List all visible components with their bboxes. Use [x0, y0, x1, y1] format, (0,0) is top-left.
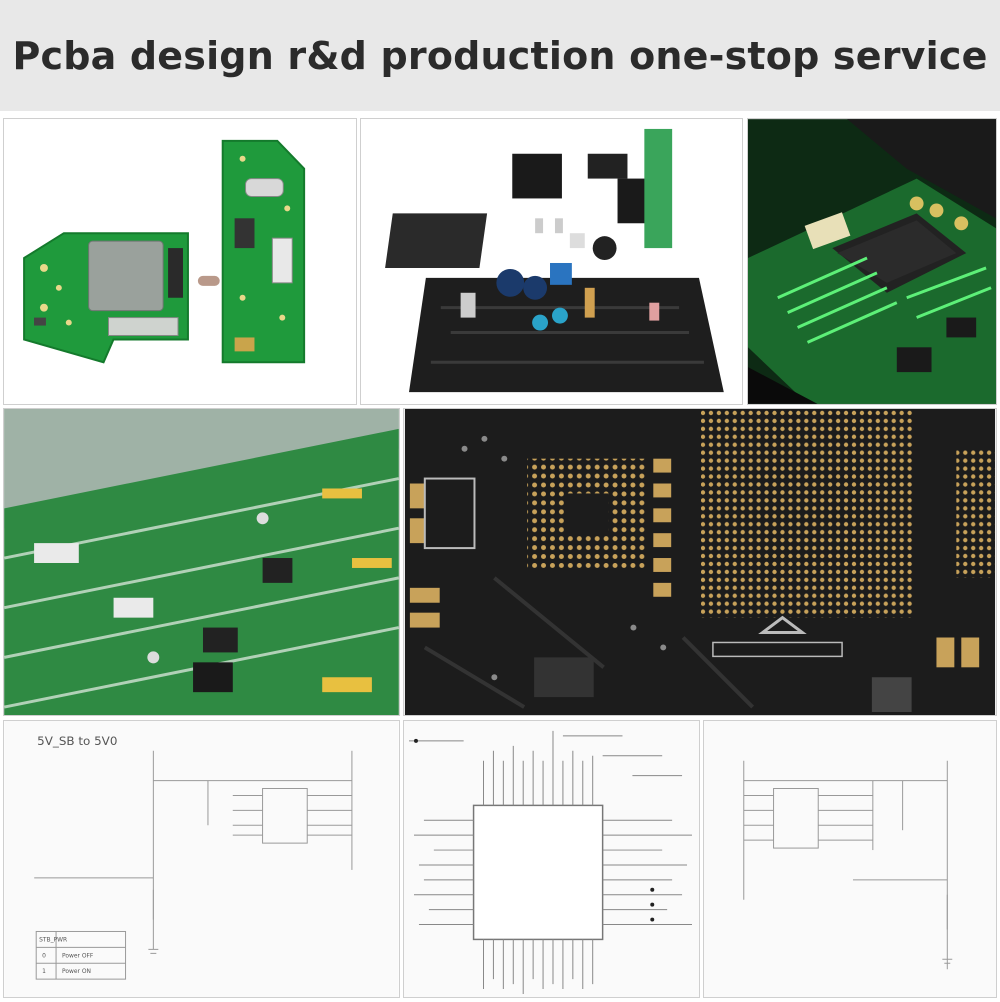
photo-black-pcb-bga-pads [403, 408, 997, 716]
schematic-mosfet-circuit [703, 720, 997, 998]
photo-exploded-pcb-components [360, 118, 743, 405]
page-title: Pcba design r&d production one-stop serv… [12, 33, 988, 78]
photo-pcb-ic-closeup [747, 118, 997, 405]
table-state: 1 [42, 968, 46, 975]
table-header: STB_PWR [39, 936, 67, 943]
header-banner: Pcba design r&d production one-stop serv… [0, 0, 1000, 111]
schematic-chip-pinout [403, 720, 700, 998]
photo-green-pcb-modules [3, 118, 357, 405]
table-label: Power OFF [62, 952, 94, 959]
schematic-title: 5V_SB to 5V0 [37, 734, 117, 748]
schematic-5v-sb-to-5v0: 5V_SB to 5V0 STB_PWR 0 Power OFF 1 Power… [3, 720, 400, 998]
photo-pcb-assembly-line [3, 408, 400, 716]
table-state: 0 [42, 952, 46, 959]
table-label: Power ON [62, 968, 91, 975]
